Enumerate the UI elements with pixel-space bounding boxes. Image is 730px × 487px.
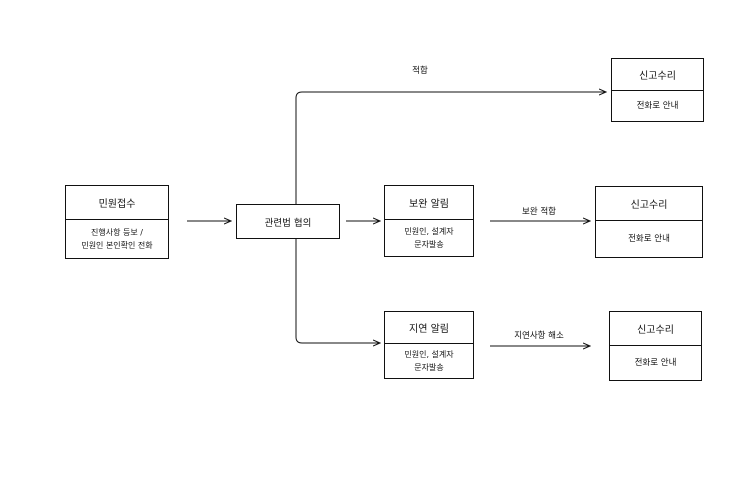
intake-node-title: 민원접수 <box>66 186 168 220</box>
review-node: 관련법 협의 <box>236 204 340 239</box>
security-node: 보완 알림 민원인, 설계자 문자발송 <box>384 185 474 257</box>
security-node-title: 보완 알림 <box>385 186 473 220</box>
arrow-review-to-accept-top <box>295 92 606 204</box>
accept-bot-node-title: 신고수리 <box>610 312 701 346</box>
delay-node-details: 민원인, 설계자 문자발송 <box>385 344 473 378</box>
accept-top-node: 신고수리 전화로 안내 <box>611 58 704 122</box>
intake-node-line: 민원인 본인확인 전화 <box>81 241 153 250</box>
accept-bot-node: 신고수리 전화로 안내 <box>609 311 702 381</box>
intake-node-line: 진행사항 등보 / <box>91 228 143 237</box>
review-node-title: 관련법 협의 <box>264 217 312 229</box>
accept-mid-node-title: 신고수리 <box>596 187 702 221</box>
intake-node-details: 진행사항 등보 / 민원인 본인확인 전화 <box>66 220 168 258</box>
accept-top-node-details: 전화로 안내 <box>612 91 703 121</box>
security-node-line: 문자발송 <box>414 240 444 249</box>
security-node-line: 민원인, 설계자 <box>404 227 454 236</box>
accept-bot-node-details: 전화로 안내 <box>610 346 701 380</box>
accept-mid-node-details: 전화로 안내 <box>596 221 702 257</box>
edge-label-suitable: 적합 <box>412 66 428 76</box>
accept-top-node-line: 전화로 안내 <box>636 100 679 111</box>
intake-node: 민원접수 진행사항 등보 / 민원인 본인확인 전화 <box>65 185 169 259</box>
accept-top-node-title: 신고수리 <box>612 59 703 91</box>
delay-node-line: 민원인, 설계자 <box>404 350 454 359</box>
arrow-review-to-delay <box>295 239 380 343</box>
delay-node-line: 문자발송 <box>414 363 444 372</box>
accept-bot-node-line: 전화로 안내 <box>634 357 677 368</box>
accept-mid-node: 신고수리 전화로 안내 <box>595 186 703 258</box>
edge-label-security-suitable: 보완 적합 <box>522 207 556 217</box>
delay-node-title: 지연 알림 <box>385 312 473 344</box>
delay-node: 지연 알림 민원인, 설계자 문자발송 <box>384 311 474 379</box>
edge-label-delay-resolved: 지연사항 해소 <box>514 331 564 341</box>
accept-mid-node-line: 전화로 안내 <box>628 233 670 244</box>
security-node-details: 민원인, 설계자 문자발송 <box>385 220 473 256</box>
